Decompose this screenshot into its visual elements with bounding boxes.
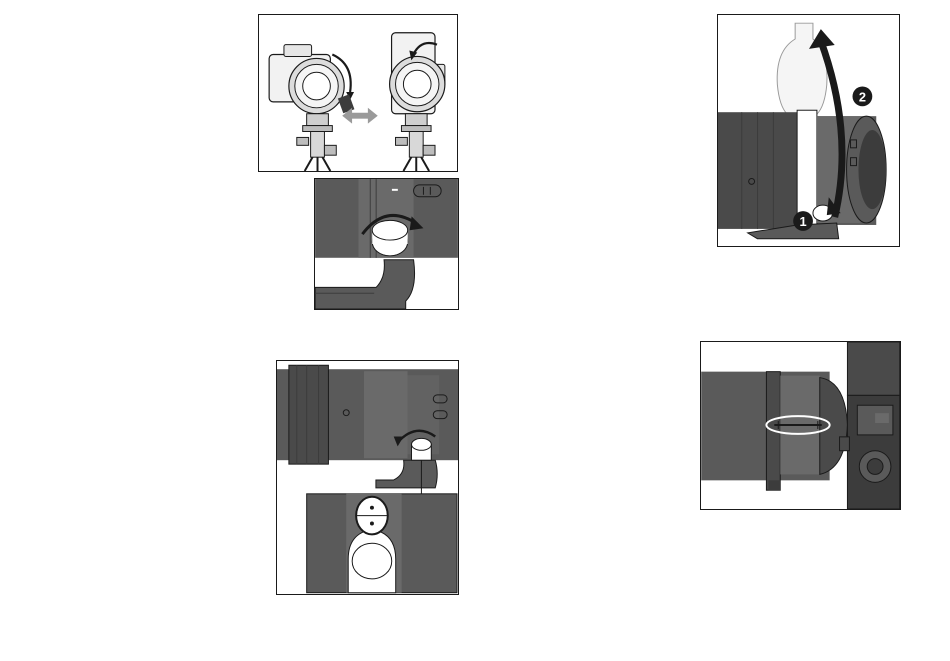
knob-detail-figure [314,178,459,310]
remove-mount-figure: 1 2 [717,14,900,247]
alignment-mark-figure [700,341,901,510]
tripod-head-right [396,114,435,171]
step-1-label: 1 [799,214,806,229]
camera-rotation-on-tripod-illustration [259,15,457,171]
step-2-label: 2 [859,89,866,104]
camera-horizontal [269,45,354,114]
step-1-badge: 1 [793,211,813,231]
lens-tripod-mount-loosen-illustration [277,361,458,594]
camera-vertical [390,33,445,114]
alignment-mark-highlight-illustration [701,342,900,509]
lens-mount-loosen-figure [276,360,459,595]
step-2-badge: 2 [853,86,873,106]
tripod-head-left [297,114,336,171]
tripod-rotation-figure [258,14,458,172]
remove-tripod-mount-illustration: 1 2 [718,15,899,246]
tripod-mount-knob-rotate-illustration [315,179,458,309]
